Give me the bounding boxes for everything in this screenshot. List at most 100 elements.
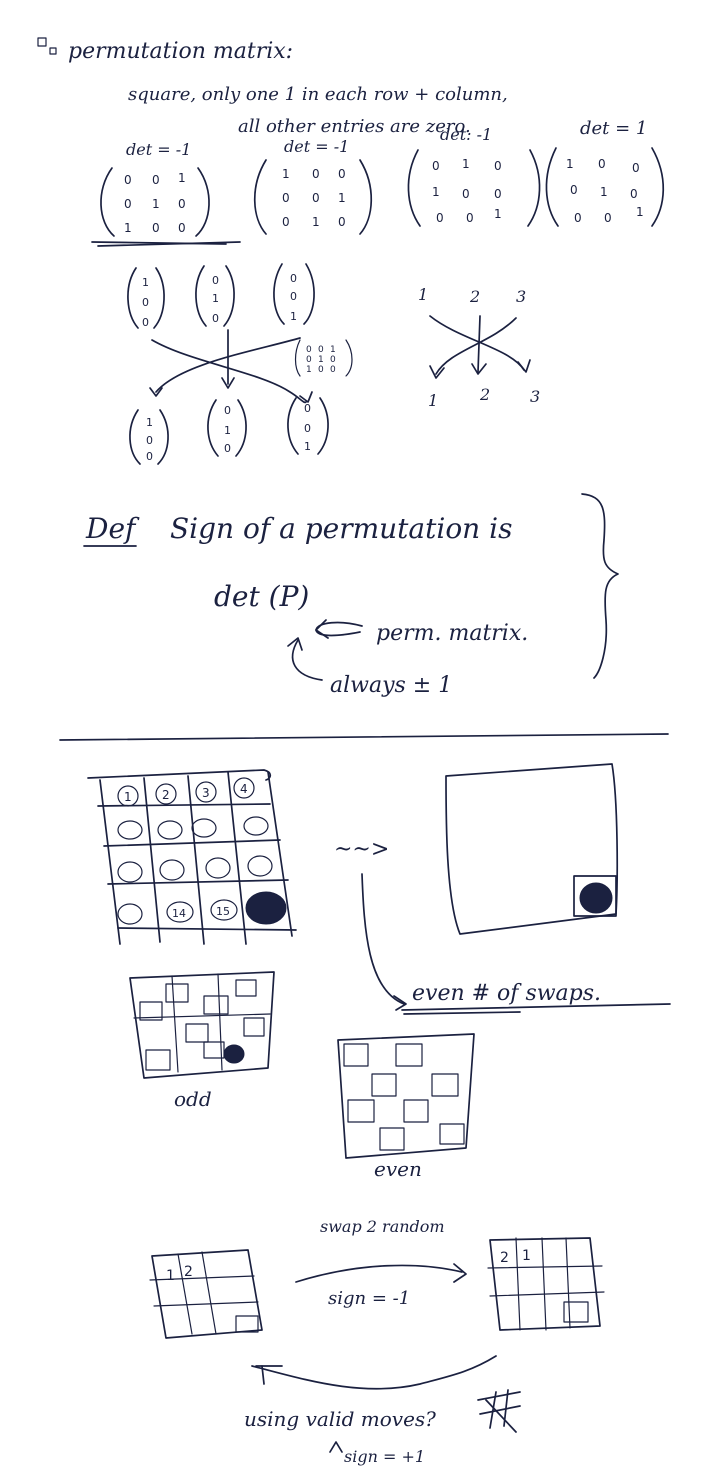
svg-text:2: 2 (162, 788, 170, 802)
m2-00: 1 (282, 167, 290, 181)
column-swap-arrows (149, 329, 313, 404)
m3-21: 0 (466, 211, 474, 225)
m2-10: 0 (282, 191, 290, 205)
m1-21: 0 (152, 221, 160, 235)
svg-text:even # of swaps.: even # of swaps. (412, 981, 601, 1006)
perm-matrix-note: perm. matrix. (376, 621, 528, 646)
even-board: even (337, 1033, 475, 1181)
svg-text:4: 4 (240, 782, 248, 796)
svg-text:0: 0 (290, 290, 297, 303)
m1-11: 1 (152, 197, 160, 211)
svg-text:1: 1 (124, 790, 132, 804)
always-note: always ± 1 (330, 673, 452, 698)
m4-11: 1 (600, 185, 608, 199)
svg-text:1: 1 (306, 365, 312, 375)
svg-text:0: 0 (330, 365, 336, 375)
m3-22: 1 (494, 207, 502, 221)
sign-minus: sign = -1 (328, 1288, 410, 1309)
svg-text:0: 0 (142, 296, 149, 309)
svg-text:1: 1 (166, 1268, 175, 1284)
m3-11: 0 (462, 187, 470, 201)
section-divider (59, 733, 669, 741)
m3-12: 0 (494, 187, 502, 201)
svg-text:3: 3 (516, 287, 526, 306)
svg-text:1: 1 (290, 310, 297, 323)
m2-11: 0 (312, 191, 320, 205)
svg-text:0: 0 (146, 450, 153, 463)
svg-text:0: 0 (212, 312, 219, 325)
column-vectors-top: 1 0 0 0 1 0 0 0 1 (127, 263, 315, 329)
svg-text:1: 1 (224, 424, 231, 437)
svg-text:0: 0 (330, 355, 336, 365)
m3-02: 0 (494, 159, 502, 173)
perm-matrix-2: 1 0 0 0 0 1 0 1 0 (253, 159, 373, 235)
det-label-1: det = -1 (126, 140, 191, 159)
svg-text:1: 1 (142, 276, 149, 289)
def-text: Sign of a permutation is (170, 512, 512, 545)
m3-10: 1 (432, 185, 440, 199)
valid-moves-question: using valid moves? sign = +1 (244, 1355, 521, 1466)
svg-text:0: 0 (224, 442, 231, 455)
m1-02: 1 (178, 171, 186, 185)
svg-text:0: 0 (304, 402, 311, 415)
svg-text:0: 0 (212, 274, 219, 287)
swap-two-random: 1 2 swap 2 random sign = -1 2 1 (149, 1217, 605, 1339)
m1-22: 0 (178, 221, 186, 235)
m4-20: 0 (574, 211, 582, 225)
svg-text:1: 1 (522, 1248, 531, 1264)
svg-text:0: 0 (306, 355, 312, 365)
sign-plus: sign = +1 (344, 1447, 425, 1466)
m1-10: 0 (124, 197, 132, 211)
m4-12: 0 (630, 187, 638, 201)
definition-line-2: all other entries are zero. (238, 116, 471, 137)
svg-text:15: 15 (216, 905, 230, 918)
svg-text:1: 1 (318, 355, 324, 365)
page-handle-icon[interactable] (37, 37, 57, 55)
det-label-3: det: -1 (440, 125, 492, 144)
odd-label: odd (174, 1087, 212, 1111)
swap-diagram: 1 2 3 1 2 3 (418, 285, 540, 410)
svg-text:0: 0 (318, 365, 324, 375)
m3-01: 1 (462, 157, 470, 171)
svg-text:1: 1 (330, 345, 336, 355)
svg-text:3: 3 (530, 387, 540, 406)
definition-line-1: square, only one 1 in each row + column, (128, 84, 508, 105)
svg-text:0: 0 (318, 345, 324, 355)
scribbled-blank-tile (245, 891, 287, 925)
m4-22: 1 (636, 205, 644, 219)
det-label-4: det = 1 (580, 118, 647, 139)
det-expr: det (P) (214, 580, 309, 613)
svg-text:1: 1 (146, 416, 153, 429)
m4-01: 0 (598, 157, 606, 171)
svg-text:14: 14 (172, 907, 186, 920)
m4-21: 0 (604, 211, 612, 225)
even-swaps-note: even # of swaps. (361, 873, 671, 1015)
svg-text:0: 0 (146, 434, 153, 447)
svg-text:2: 2 (479, 385, 490, 404)
m3-20: 0 (436, 211, 444, 225)
question-text: using valid moves? (244, 1407, 436, 1431)
tile-labels: 1 2 3 4 14 15 (117, 777, 287, 925)
fifteen-puzzle-grid: 1 2 3 4 14 15 (87, 769, 297, 945)
m1-00: 0 (124, 173, 132, 187)
svg-text:0: 0 (290, 272, 297, 285)
svg-text:1: 1 (304, 440, 311, 453)
svg-text:1: 1 (428, 391, 438, 410)
def-heading: Def (85, 512, 140, 545)
m2-21: 1 (312, 215, 320, 229)
m3-00: 0 (432, 159, 440, 173)
m2-22: 0 (338, 215, 346, 229)
svg-text:2: 2 (184, 1264, 193, 1280)
solved-puzzle-square (445, 763, 619, 935)
m1-20: 1 (124, 221, 132, 235)
m2-20: 0 (282, 215, 290, 229)
m1-12: 0 (178, 197, 186, 211)
swap-caption: swap 2 random (320, 1217, 445, 1236)
svg-text:0: 0 (224, 404, 231, 417)
m2-02: 0 (338, 167, 346, 181)
perm-matrix-4: 1 0 0 0 1 0 0 0 1 (545, 147, 665, 227)
svg-text:2: 2 (469, 287, 480, 306)
m2-12: 1 (338, 191, 346, 205)
m4-10: 0 (570, 183, 578, 197)
